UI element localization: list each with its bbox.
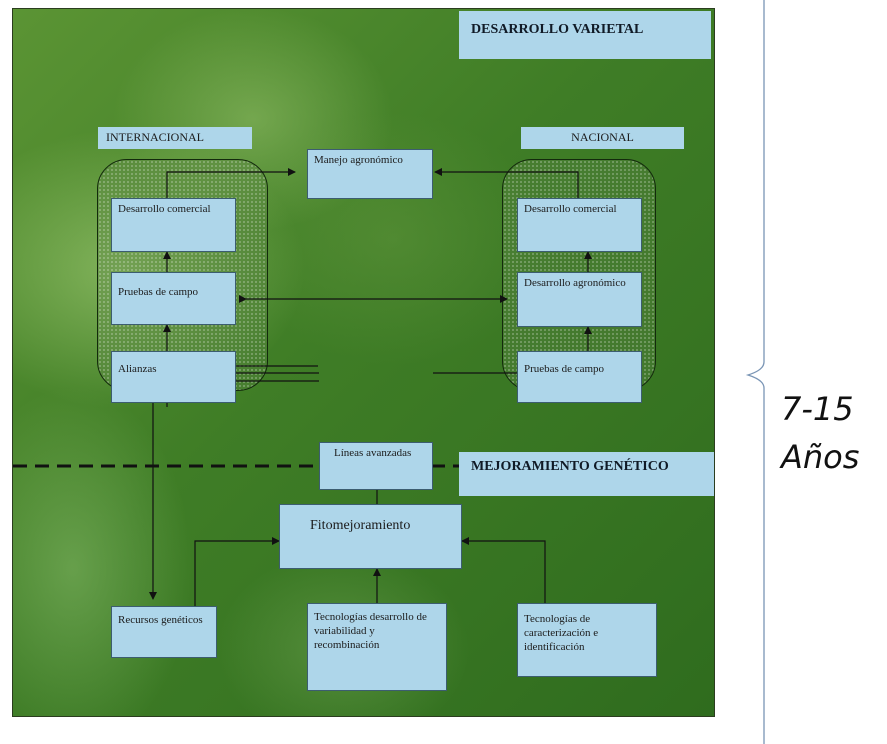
- section-title-desarrollo-varietal: DESARROLLO VARIETAL: [459, 11, 711, 59]
- column-header-nacional: NACIONAL: [521, 127, 684, 149]
- diagram-panel: DESARROLLO VARIETAL INTERNACIONAL NACION…: [12, 8, 715, 717]
- node-alianzas: Alianzas: [111, 351, 236, 403]
- arrow-left-to-manejo: [166, 168, 296, 198]
- arrow-recursos-to-fito: [194, 537, 280, 606]
- node-tecnologias-caracterizacion: Tecnologías de caracterización e identif…: [517, 603, 657, 677]
- arrow-caracterizacion-to-fito: [461, 537, 546, 603]
- duration-range: 7-15: [781, 390, 854, 428]
- node-tecnologias-variabilidad: Tecnologías desarrollo de variabilidad y…: [307, 603, 447, 691]
- node-manejo-agronomico: Manejo agronómico: [307, 149, 433, 199]
- node-pruebas-de-campo-internacional: Pruebas de campo: [111, 272, 236, 325]
- arrow-right-to-manejo: [434, 168, 579, 198]
- duration-unit: Años: [781, 438, 860, 476]
- section-title-mejoramiento-genetico: MEJORAMIENTO GENÉTICO: [459, 452, 714, 496]
- column-header-internacional: INTERNACIONAL: [98, 127, 252, 149]
- duration-annotation: 7-15 Años: [781, 385, 881, 481]
- node-fitomejoramiento: Fitomejoramiento: [279, 504, 462, 569]
- node-recursos-geneticos: Recursos genéticos: [111, 606, 217, 658]
- node-pruebas-de-campo-nacional: Pruebas de campo: [517, 351, 642, 403]
- node-desarrollo-agronomico-nacional: Desarrollo agronómico: [517, 272, 642, 327]
- node-desarrollo-comercial-internacional: Desarrollo comercial: [111, 198, 236, 252]
- node-lineas-avanzadas: Líneas avanzadas: [319, 442, 433, 490]
- node-desarrollo-comercial-nacional: Desarrollo comercial: [517, 198, 642, 252]
